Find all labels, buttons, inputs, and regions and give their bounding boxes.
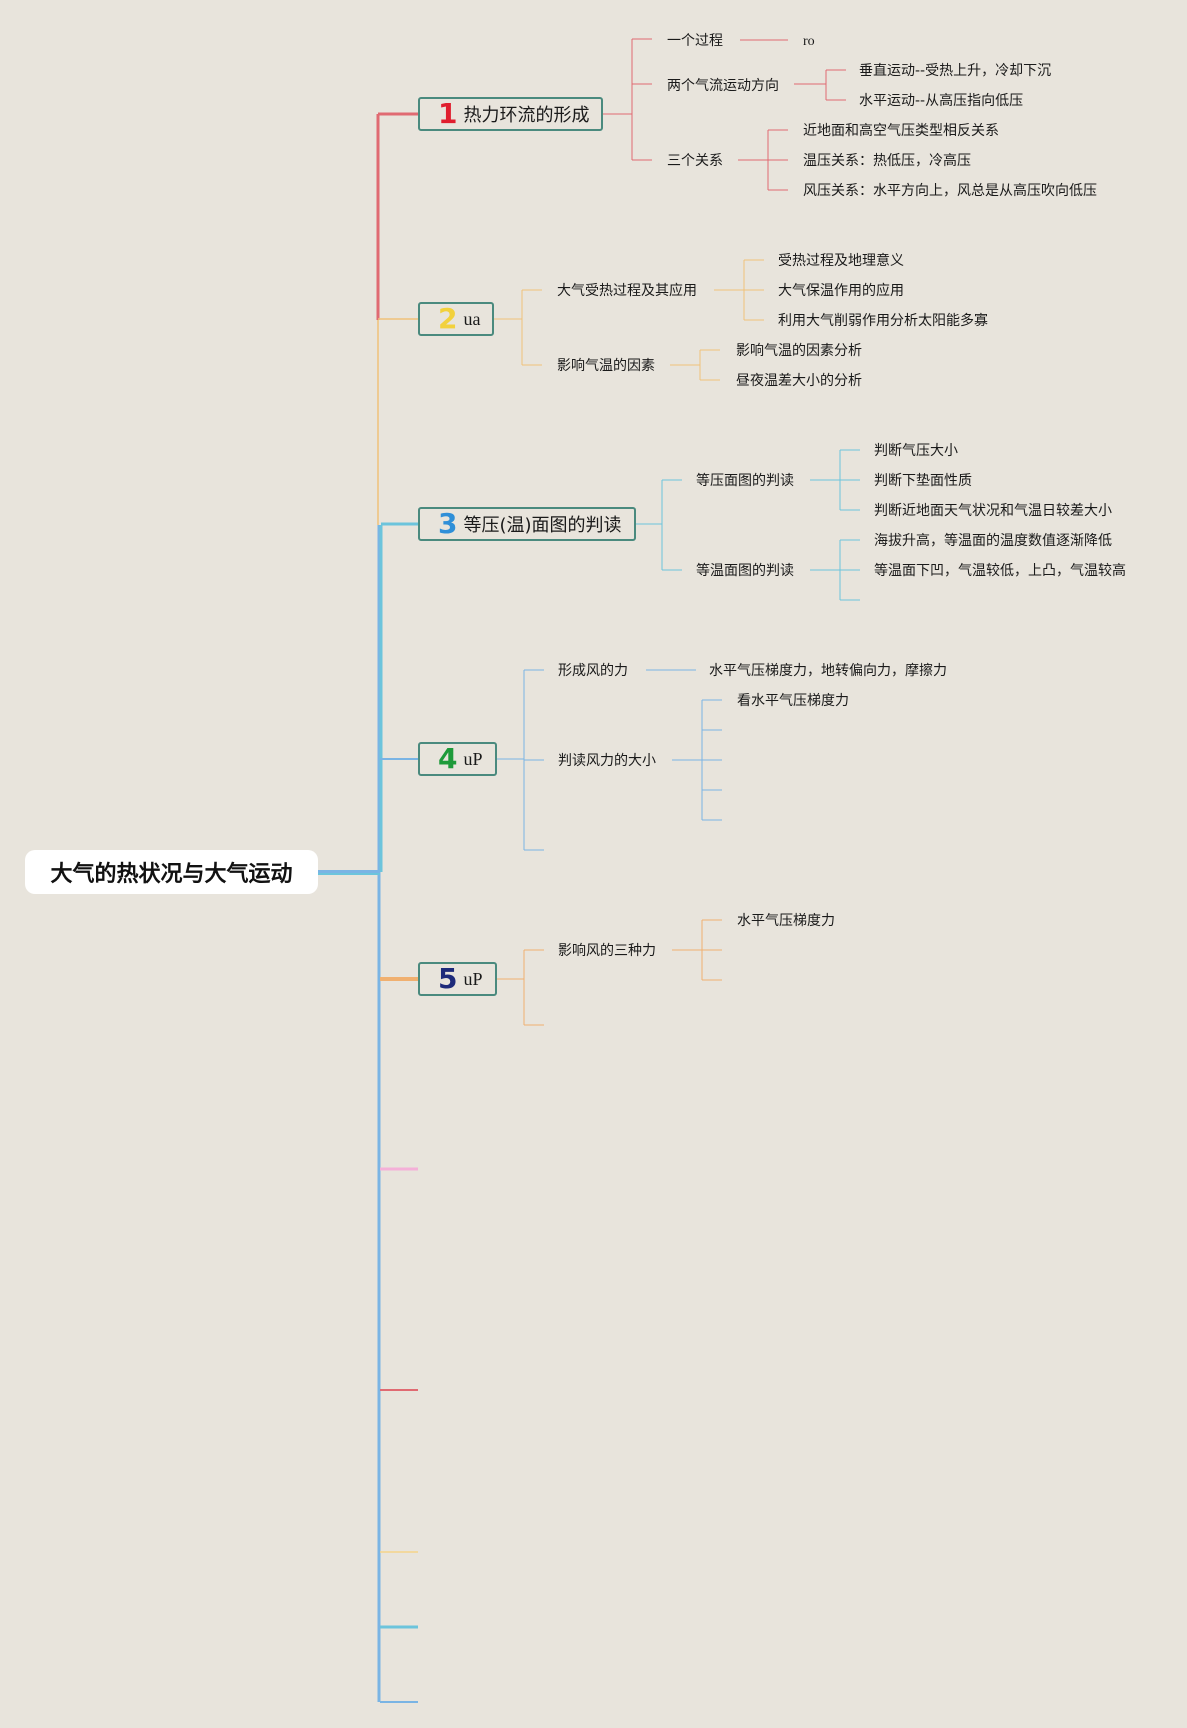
b4-node-forces-1[interactable]: 水平气压梯度力，地转偏向力，摩擦力	[709, 663, 947, 679]
b1-node-process-detail[interactable]: ro	[803, 34, 815, 49]
branch-1-label: 热力环流的形成	[463, 105, 590, 126]
branch-4-label: uP	[463, 748, 483, 769]
b3-node-isotherm-2[interactable]: 等温面下凹，气温较低，上凸，气温较高	[874, 563, 1126, 579]
b1-node-process[interactable]: 一个过程	[667, 33, 723, 49]
branch-1[interactable]: 1 热力环流的形成	[418, 97, 604, 131]
b1-node-relation-3[interactable]: 风压关系：水平方向上，风总是从高压吹向低压	[803, 183, 1097, 199]
branch-5-label: uP	[463, 968, 483, 989]
branch-4-number: 4	[438, 742, 458, 775]
b3-node-isobar-1[interactable]: 判断气压大小	[874, 443, 958, 459]
b3-node-isotherm-1[interactable]: 海拔升高，等温面的温度数值逐渐降低	[874, 533, 1112, 549]
b2-node-factors-2[interactable]: 昼夜温差大小的分析	[736, 373, 862, 389]
branch-5-number: 5	[438, 962, 458, 995]
branch-5[interactable]: 5 uP	[418, 962, 497, 996]
branch-4[interactable]: 4 uP	[418, 742, 497, 776]
b2-node-heating[interactable]: 大气受热过程及其应用	[557, 283, 697, 299]
b4-node-forces[interactable]: 形成风的力	[558, 663, 628, 679]
branch-2-number: 2	[438, 302, 458, 335]
b1-node-airflow[interactable]: 两个气流运动方向	[667, 78, 779, 94]
b5-node-three-forces[interactable]: 影响风的三种力	[558, 943, 656, 959]
b1-node-relation-1[interactable]: 近地面和高空气压类型相反关系	[803, 123, 999, 139]
b2-node-heating-1[interactable]: 受热过程及地理意义	[778, 253, 904, 269]
b3-node-isobar-2[interactable]: 判断下垫面性质	[874, 473, 972, 489]
b2-node-heating-3[interactable]: 利用大气削弱作用分析太阳能多寡	[778, 313, 988, 329]
b1-node-relations[interactable]: 三个关系	[667, 153, 723, 169]
b2-node-heating-2[interactable]: 大气保温作用的应用	[778, 283, 904, 299]
b1-node-horizontal[interactable]: 水平运动--从高压指向低压	[859, 93, 1024, 109]
b2-node-factors[interactable]: 影响气温的因素	[557, 358, 655, 374]
branch-3-number: 3	[438, 507, 458, 540]
branch-3[interactable]: 3 等压(温)面图的判读	[418, 507, 636, 541]
root-topic-label: 大气的热状况与大气运动	[50, 862, 293, 887]
b2-node-factors-1[interactable]: 影响气温的因素分析	[736, 343, 862, 359]
b4-node-strength-1[interactable]: 看水平气压梯度力	[737, 693, 849, 709]
b3-node-isotherm[interactable]: 等温面图的判读	[696, 563, 794, 579]
b4-node-strength[interactable]: 判读风力的大小	[558, 753, 656, 769]
b5-node-three-forces-1[interactable]: 水平气压梯度力	[737, 913, 835, 929]
b3-node-isobar-3[interactable]: 判断近地面天气状况和气温日较差大小	[874, 503, 1112, 519]
branch-1-number: 1	[438, 97, 458, 130]
branch-3-label: 等压(温)面图的判读	[463, 515, 622, 536]
b3-node-isobar[interactable]: 等压面图的判读	[696, 473, 794, 489]
branch-2-label: ua	[463, 308, 481, 329]
b1-node-vertical[interactable]: 垂直运动--受热上升，冷却下沉	[859, 63, 1052, 79]
b1-node-relation-2[interactable]: 温压关系：热低压，冷高压	[803, 153, 971, 169]
branch-2[interactable]: 2 ua	[418, 302, 495, 336]
root-topic[interactable]: 大气的热状况与大气运动	[25, 850, 318, 894]
